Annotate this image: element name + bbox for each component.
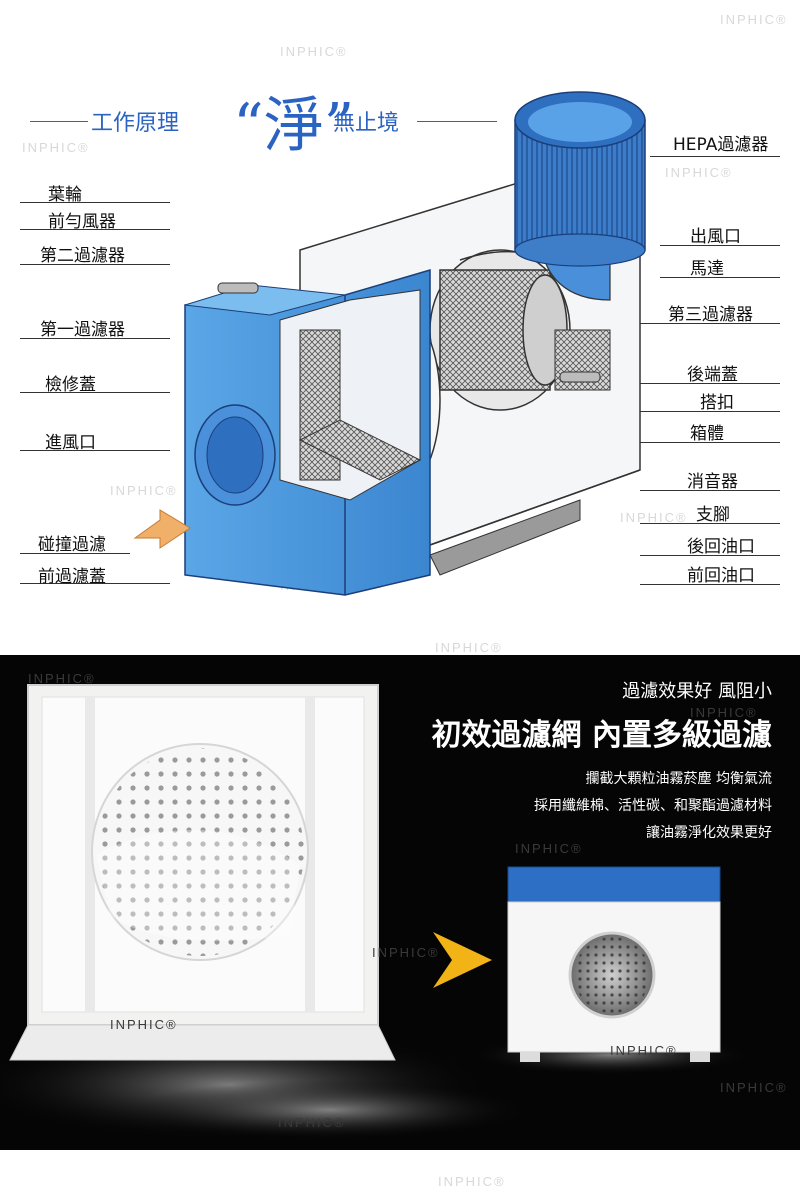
title-rule-right [417, 121, 497, 122]
title-left-text: 工作原理 [91, 111, 180, 136]
promo-desc-2: 採用纖維棉、活性碳、和聚酯過濾材料 [534, 798, 772, 814]
leader-line [660, 277, 780, 278]
title-highlight: “淨” [233, 91, 355, 161]
section-title: 工作原理 “淨” 無止境 [25, 91, 505, 161]
leader-line [640, 323, 780, 324]
leader-line [20, 202, 170, 203]
title-rule-left [30, 121, 88, 122]
machine-cutaway-illustration [133, 91, 646, 596]
promo-desc-1: 攔截大顆粒油霧菸塵 均衡氣流 [585, 771, 772, 787]
leader-line [20, 338, 170, 339]
leader-line [640, 442, 780, 443]
label-second-filter: 第二過濾器 [40, 246, 125, 266]
label-hepa-filter: HEPA過濾器 [673, 135, 769, 155]
filter-promo-section: INPHIC® INPHIC® INPHIC® INPHIC® INPHIC® … [0, 655, 800, 1150]
label-front-filter-cover: 前過濾蓋 [38, 567, 106, 587]
watermark: INPHIC® [720, 12, 788, 27]
leader-line [640, 383, 780, 384]
label-housing: 箱體 [690, 424, 724, 444]
leader-line [660, 245, 780, 246]
label-first-filter: 第一過濾器 [40, 320, 125, 340]
promo-headline: 初效過濾網 內置多級過濾 [431, 718, 772, 753]
leader-line [20, 392, 170, 393]
label-impeller: 葉輪 [48, 185, 82, 205]
label-motor: 馬達 [690, 259, 724, 279]
title-right-text: 無止境 [333, 111, 400, 136]
promo-illustration [0, 684, 750, 1140]
leader-line [640, 555, 780, 556]
leader-line [640, 490, 780, 491]
label-latch: 搭扣 [700, 393, 734, 413]
label-rear-oil-return: 後回油口 [687, 537, 755, 557]
leader-line [20, 553, 130, 554]
label-air-inlet: 進風口 [45, 433, 96, 453]
label-front-diffuser: 前勻風器 [48, 212, 116, 232]
watermark: INPHIC® [515, 841, 583, 856]
watermark: INPHIC® [110, 483, 178, 498]
label-silencer: 消音器 [687, 472, 738, 492]
watermark: INPHIC® [280, 44, 348, 59]
leader-line [640, 523, 780, 524]
leader-line [20, 450, 170, 451]
watermark: INPHIC® [372, 945, 440, 960]
watermark: INPHIC® [438, 1174, 506, 1189]
watermark: INPHIC® [610, 1043, 678, 1058]
promo-desc-3: 讓油霧淨化效果更好 [646, 825, 772, 841]
watermark: INPHIC® [28, 671, 96, 686]
watermark: INPHIC® [22, 140, 90, 155]
watermark: INPHIC® [720, 1080, 788, 1095]
label-third-filter: 第三過濾器 [668, 305, 753, 325]
watermark: INPHIC® [620, 510, 688, 525]
leader-line [650, 156, 780, 157]
watermark: INPHIC® [435, 640, 503, 655]
leader-line [640, 411, 780, 412]
diagram-section: INPHIC® INPHIC® INPHIC® INPHIC® INPHIC® … [20, 12, 788, 655]
footer-strip: INPHIC® [0, 1150, 800, 1200]
label-air-outlet: 出風口 [690, 227, 741, 247]
label-front-oil-return: 前回油口 [687, 566, 755, 586]
label-access-cover: 檢修蓋 [45, 375, 96, 395]
label-impact-filtration: 碰撞過濾 [38, 535, 106, 555]
leader-line [20, 264, 170, 265]
watermark: INPHIC® [665, 165, 733, 180]
label-support-leg: 支腳 [696, 505, 730, 525]
promo-tagline: 過濾效果好 風阻小 [622, 681, 772, 702]
label-rear-end-cover: 後端蓋 [687, 365, 738, 385]
watermark: INPHIC® [278, 1115, 346, 1130]
watermark: INPHIC® [110, 1017, 178, 1032]
leader-line [20, 583, 170, 584]
leader-line [640, 584, 780, 585]
watermark: INPHIC® [690, 705, 758, 720]
leader-line [20, 229, 170, 230]
